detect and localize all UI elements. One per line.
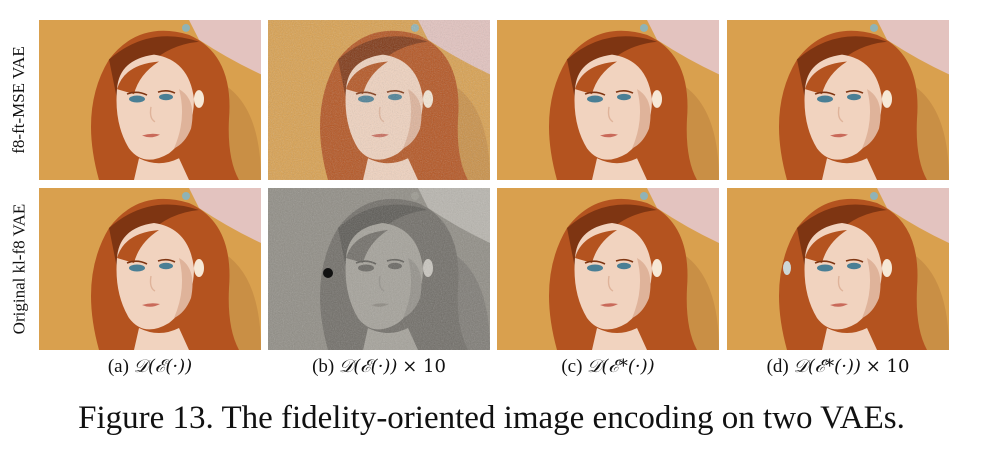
portrait-illustration bbox=[268, 188, 490, 350]
panel-r0-c1 bbox=[268, 20, 490, 180]
panel-r0-c3 bbox=[727, 20, 949, 180]
caption-suffix: × 10 bbox=[865, 356, 910, 377]
row-label-text: f8-ft-MSE VAE bbox=[9, 46, 29, 154]
caption-tag: (c) bbox=[561, 356, 583, 377]
caption-b: (b) 𝒟(ℰ(·)) × 10 bbox=[268, 356, 490, 378]
caption-a: (a) 𝒟(ℰ(·)) bbox=[39, 356, 261, 378]
portrait-illustration bbox=[268, 20, 490, 180]
panel-r1-c1 bbox=[268, 188, 490, 350]
row-label-text: Original kl-f8 VAE bbox=[9, 203, 29, 335]
portrait-illustration bbox=[39, 188, 261, 350]
caption-c: (c) 𝒟(ℰ*(·)) bbox=[497, 356, 719, 378]
row-label-bottom: Original kl-f8 VAE bbox=[4, 188, 34, 350]
portrait-illustration bbox=[497, 188, 719, 350]
figure-caption: Figure 13. The fidelity-oriented image e… bbox=[78, 400, 905, 436]
portrait-illustration bbox=[39, 20, 261, 180]
caption-tag: (a) bbox=[107, 356, 129, 377]
caption-tag: (b) bbox=[312, 356, 335, 377]
portrait-illustration bbox=[727, 188, 949, 350]
panel-r0-c0 bbox=[39, 20, 261, 180]
panel-r1-c2 bbox=[497, 188, 719, 350]
caption-suffix: × 10 bbox=[402, 356, 446, 377]
caption-math: 𝒟(ℰ*(·)) bbox=[587, 356, 655, 377]
caption-math: 𝒟(ℰ(·)) bbox=[338, 356, 398, 377]
panel-r1-c0 bbox=[39, 188, 261, 350]
caption-math: 𝒟(ℰ(·)) bbox=[133, 356, 193, 377]
caption-math: 𝒟(ℰ*(·)) bbox=[793, 356, 861, 377]
panel-r0-c2 bbox=[497, 20, 719, 180]
panel-r1-c3 bbox=[727, 188, 949, 350]
row-label-top: f8-ft-MSE VAE bbox=[4, 20, 34, 180]
portrait-illustration bbox=[727, 20, 949, 180]
caption-tag: (d) bbox=[766, 356, 789, 377]
caption-d: (d) 𝒟(ℰ*(·)) × 10 bbox=[727, 356, 949, 378]
portrait-illustration bbox=[497, 20, 719, 180]
